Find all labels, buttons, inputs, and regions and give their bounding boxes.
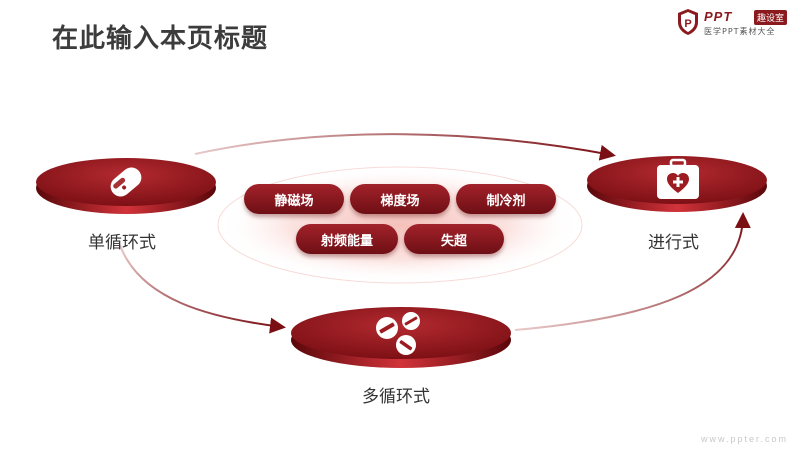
tablets-icon [376,312,420,355]
logo-subtitle: 医学PPT素材大全 [704,27,776,36]
node-label-progressive: 进行式 [648,233,699,253]
brand-logo: P PPT 趣设室 医学PPT素材大全 [676,8,794,40]
platform-single-cycle [36,158,216,214]
logo-badge: 趣设室 [754,10,788,25]
method-pill-gradient-field: 梯度场 [350,184,450,214]
svg-text:P: P [684,18,691,30]
method-pill-static-field: 静磁场 [244,184,344,214]
node-label-single-cycle: 单循环式 [88,233,156,253]
footer-url: www.ppter.com [700,434,788,444]
shield-logo-icon: P [678,9,698,35]
platform-progressive [587,156,767,212]
pill-capsule-icon [110,167,142,197]
page-title: 在此输入本页标题 [52,24,269,54]
node-label-multi-cycle: 多循环式 [362,387,430,407]
method-pill-refrigerant: 制冷剂 [456,184,556,214]
arrow-single-to-progressive [194,133,616,161]
method-pill-rf-energy: 射频能量 [296,224,398,254]
platform-multi-cycle [291,307,511,368]
arrow-single-to-multi [119,244,286,334]
method-pill-quench: 失超 [404,224,504,254]
arrow-multi-to-progressive [514,212,751,331]
logo-name: PPT [704,9,733,24]
first-aid-kit-icon [657,158,699,199]
